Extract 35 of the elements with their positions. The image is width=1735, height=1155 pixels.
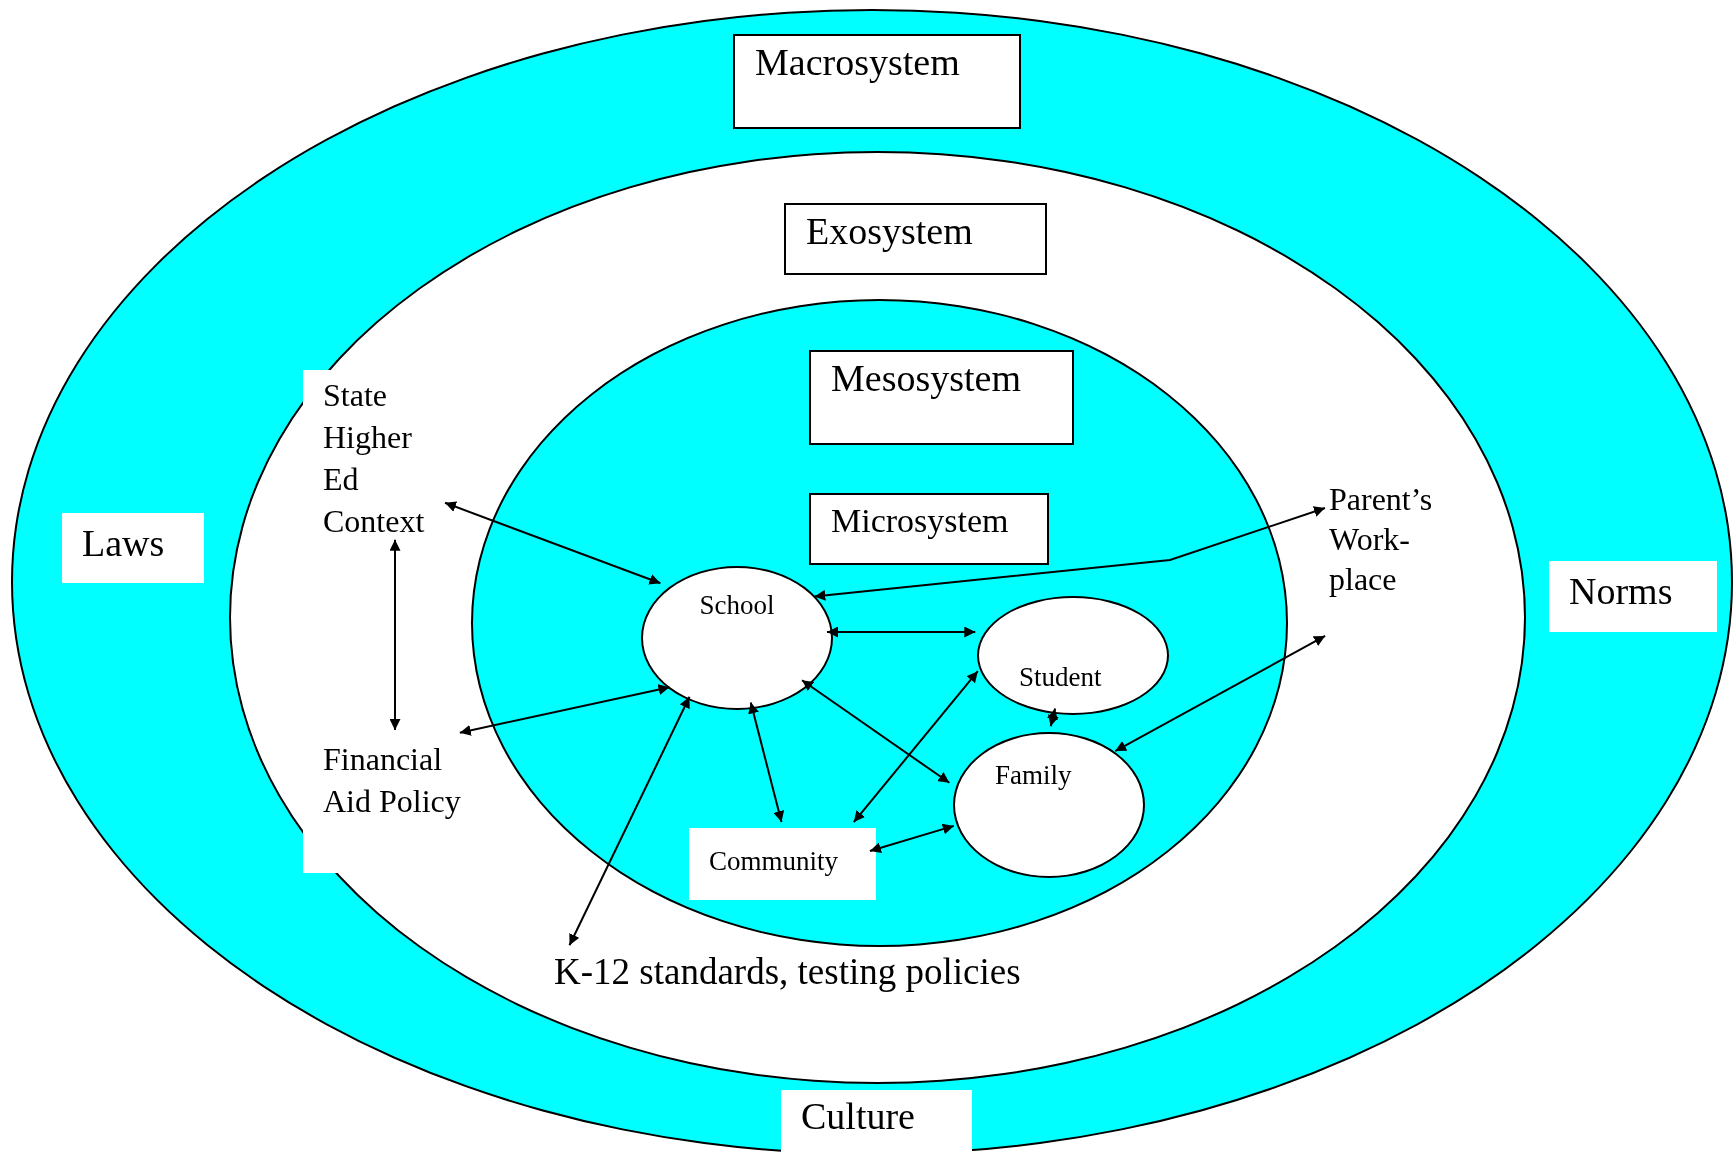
context-label: State Higher Ed Context (323, 376, 426, 541)
label-box (809, 350, 1074, 445)
label-box (733, 34, 1021, 129)
system-label: Exosystem (806, 209, 973, 253)
system-label: Microsystem (831, 501, 1009, 541)
label-box (781, 1090, 972, 1155)
system-label: Norms (1569, 569, 1673, 613)
node-label: School (699, 589, 775, 622)
label-box (809, 493, 1049, 565)
arrow (568, 695, 691, 947)
arrow (852, 670, 979, 824)
arrow (813, 506, 1326, 601)
arrow (748, 701, 785, 824)
arrow (801, 679, 951, 784)
system-label: Laws (82, 521, 165, 565)
system-label: Culture (801, 1094, 915, 1138)
context-label: K-12 standards, testing policies (554, 950, 1021, 994)
node-label: Family (995, 759, 1072, 792)
arrow (868, 823, 955, 854)
label-box (689, 828, 876, 900)
arrow (389, 538, 401, 732)
arrow (1114, 634, 1327, 753)
arrow (826, 626, 977, 638)
arrow (444, 501, 662, 585)
node-label: Community (709, 845, 838, 878)
arrow (458, 684, 671, 736)
context-label: Financial Aid Policy (323, 740, 462, 821)
label-box (784, 203, 1047, 275)
label-box (1549, 561, 1717, 632)
arrow (1047, 707, 1059, 728)
label-box (62, 513, 204, 583)
node-label: Student (1019, 661, 1102, 694)
system-label: Mesosystem (831, 356, 1021, 400)
system-label: Macrosystem (755, 40, 960, 84)
context-label: Parent’s Work- place (1329, 480, 1434, 599)
